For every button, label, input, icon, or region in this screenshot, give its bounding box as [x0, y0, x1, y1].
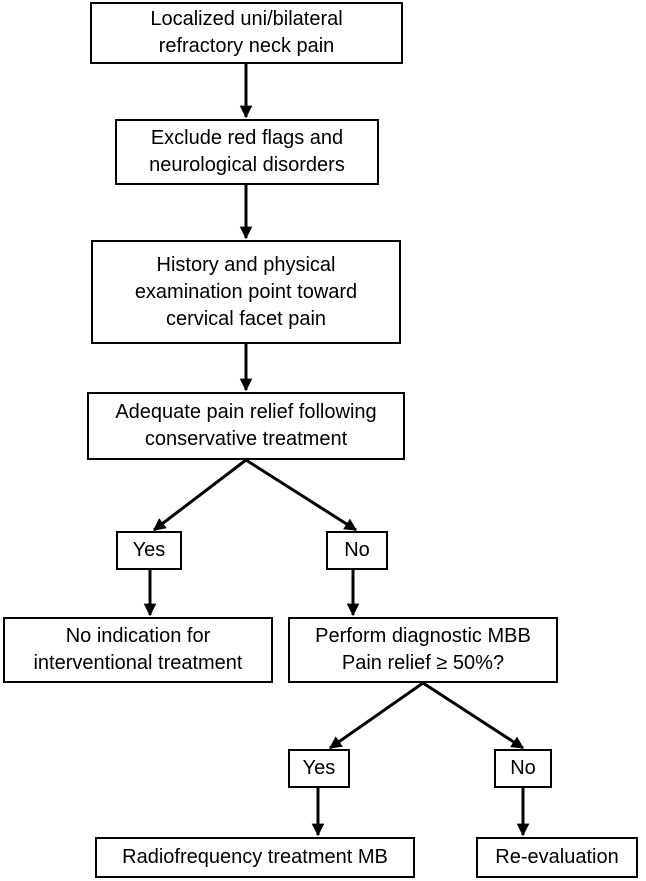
node-adequate-pain-relief: Adequate pain relief following conservat…	[87, 392, 405, 460]
node-neck-pain: Localized uni/bilateral refractory neck …	[90, 2, 403, 64]
node-no-indication-line-1: No indication for	[65, 625, 211, 647]
node-radiofrequency-label: Radiofrequency treatment MB	[122, 846, 388, 868]
node-neck-pain-line-2: refractory neck pain	[158, 35, 335, 57]
node-history-line-2: examination point toward	[134, 280, 358, 303]
node-re-evaluation-label: Re-evaluation	[495, 846, 619, 868]
node-history-physical-exam: History and physical examination point t…	[91, 240, 401, 344]
arrow-mbb-to-no	[422, 681, 525, 750]
node-exclude-red-flags: Exclude red flags and neurological disor…	[115, 119, 379, 185]
arrow-adequate-to-yes	[152, 458, 247, 532]
node-re-evaluation: Re-evaluation	[476, 837, 638, 878]
node-no-conservative-label: No	[344, 539, 370, 561]
node-yes-conservative-label: Yes	[132, 539, 166, 561]
node-mbb-line-2: Pain relief ≥ 50%?	[341, 652, 505, 674]
node-radiofrequency-treatment: Radiofrequency treatment MB	[95, 837, 415, 878]
node-no-mbb-label: No	[510, 757, 536, 779]
arrow-adequate-to-no	[245, 458, 358, 532]
node-adequate-line-2: conservative treatment	[144, 428, 348, 450]
node-yes-conservative: Yes	[116, 531, 182, 570]
node-diagnostic-mbb: Perform diagnostic MBB Pain relief ≥ 50%…	[288, 617, 558, 683]
node-no-indication: No indication for interventional treatme…	[3, 617, 273, 683]
node-neck-pain-line-1: Localized uni/bilateral	[150, 8, 343, 30]
node-exclude-line-2: neurological disorders	[149, 154, 345, 176]
node-history-line-3: cervical facet pain	[165, 307, 327, 330]
node-exclude-line-1: Exclude red flags and	[150, 127, 344, 149]
node-yes-mbb-label: Yes	[302, 757, 336, 779]
node-mbb-line-1: Perform diagnostic MBB	[315, 625, 531, 647]
node-adequate-line-1: Adequate pain relief following	[115, 401, 377, 423]
node-no-mbb: No	[494, 749, 552, 788]
node-yes-mbb: Yes	[288, 749, 350, 788]
node-no-conservative: No	[326, 531, 388, 570]
node-history-line-1: History and physical	[156, 253, 336, 276]
node-no-indication-line-2: interventional treatment	[33, 652, 243, 674]
arrow-mbb-to-yes	[328, 681, 424, 750]
